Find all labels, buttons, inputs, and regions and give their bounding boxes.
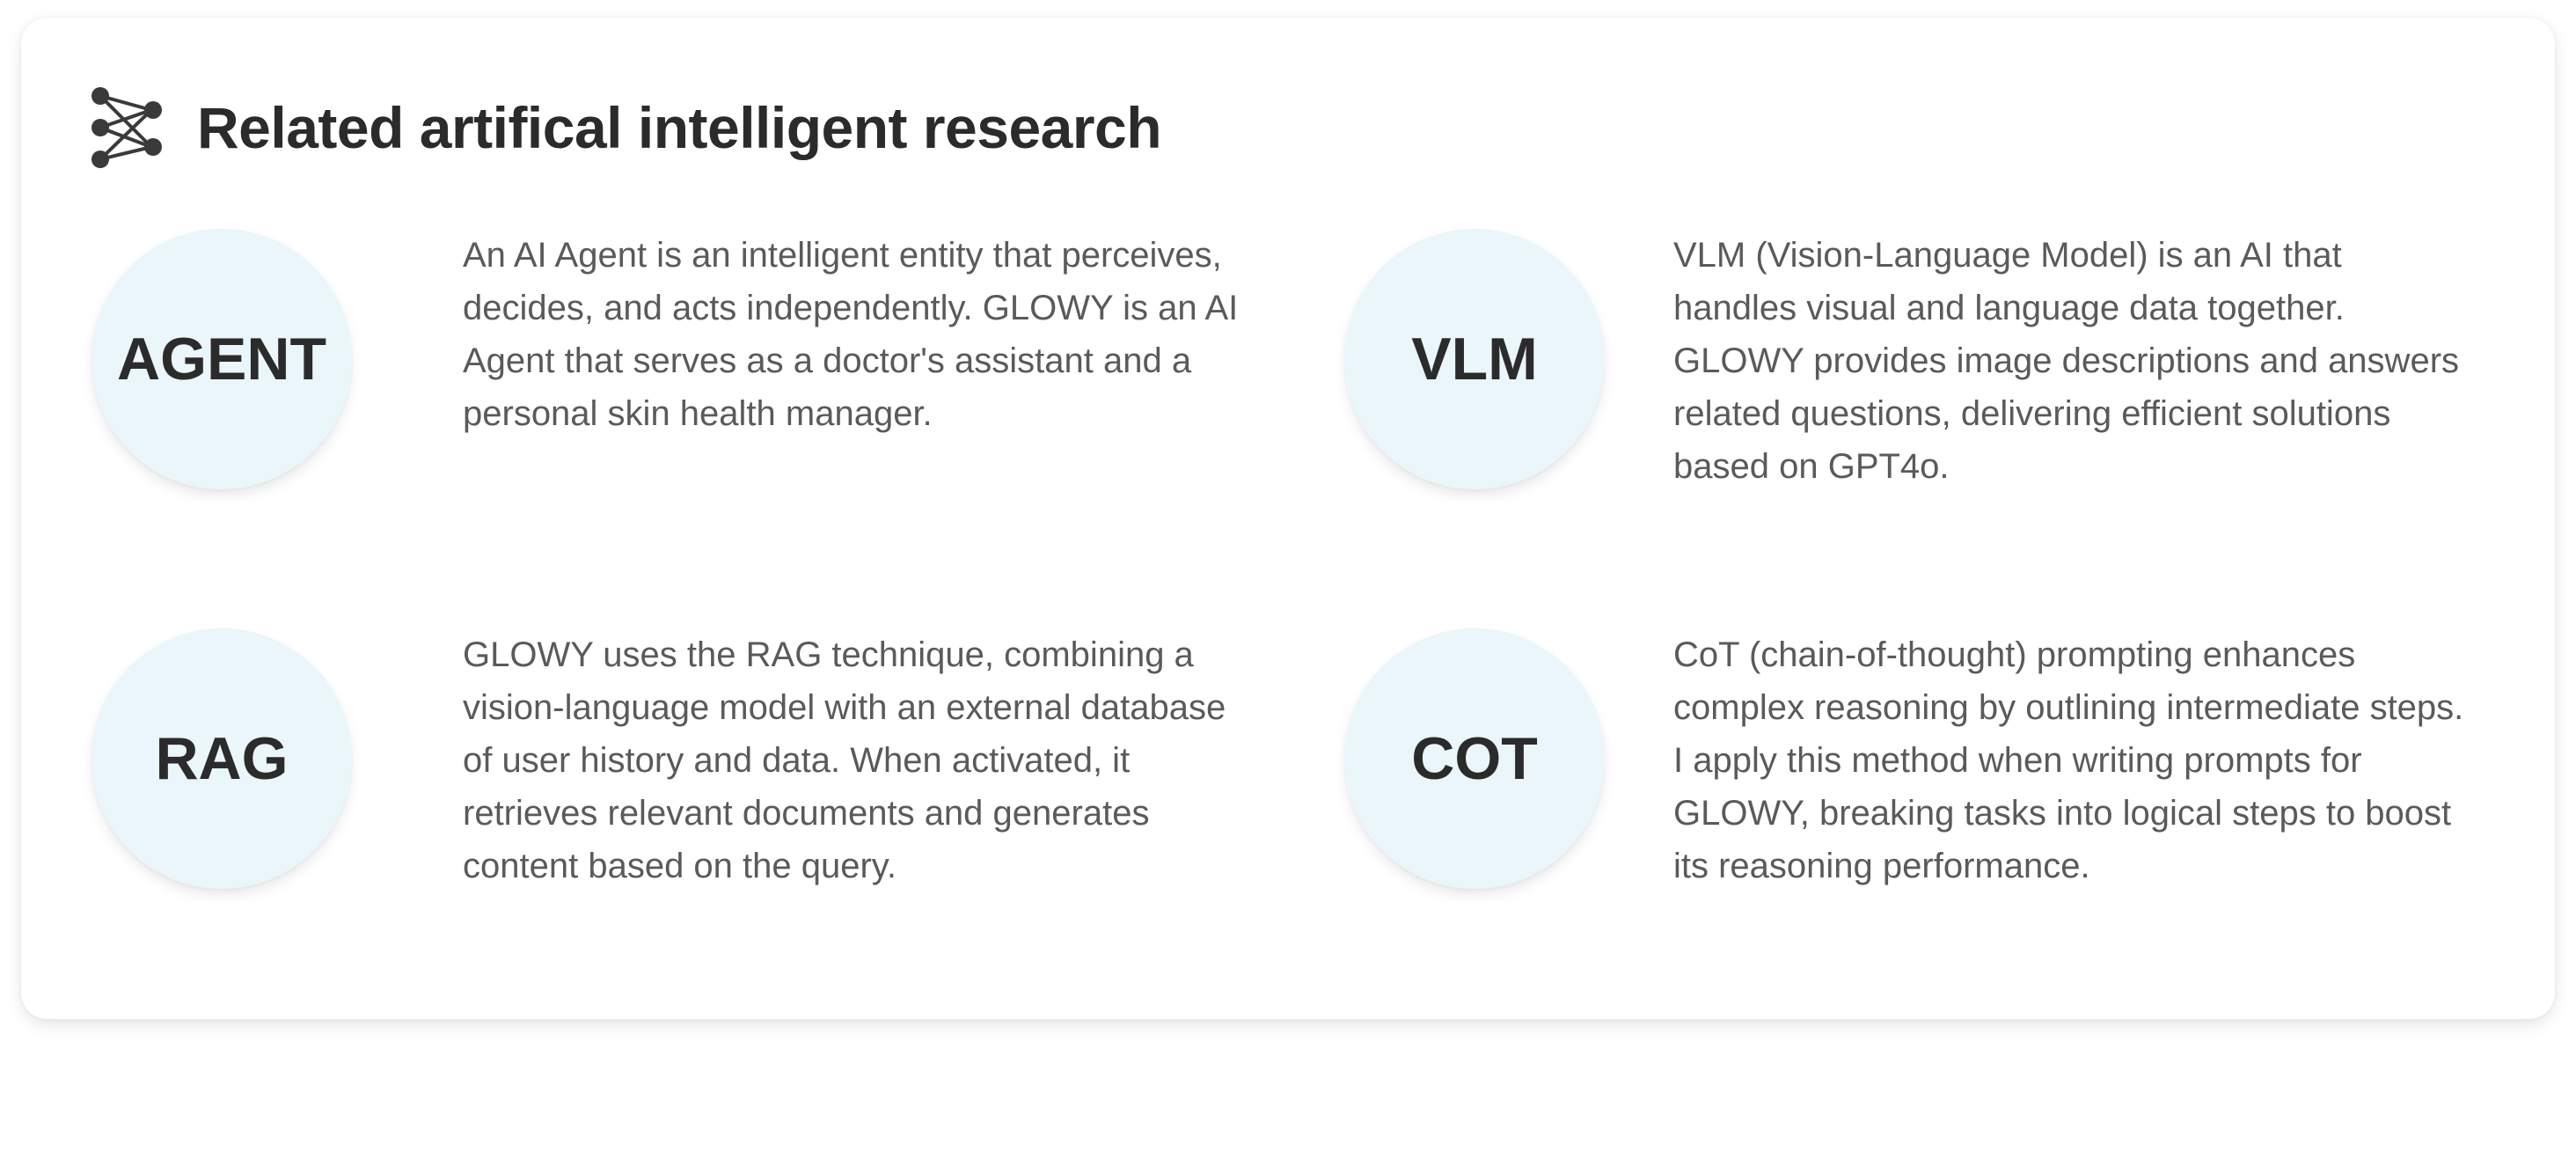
section-title: Related artifical intelligent research xyxy=(197,95,1162,160)
topic-badge-vlm: VLM xyxy=(1344,229,1605,489)
topic-badge-cot: COT xyxy=(1344,628,1605,889)
topic-description-rag: GLOWY uses the RAG technique, combining … xyxy=(463,635,1226,885)
topic-description-cot: CoT (chain-of-thought) prompting enhance… xyxy=(1673,635,2464,885)
topic-description-vlm: VLM (Vision-Language Model) is an AI tha… xyxy=(1673,236,2460,486)
card-header: Related artifical intelligent research xyxy=(90,79,1162,176)
neural-network-icon xyxy=(91,87,162,168)
topic-badge-agent: AGENT xyxy=(91,229,352,489)
research-card: Related artifical intelligent research A… xyxy=(21,18,2555,1019)
topic-badge-rag: RAG xyxy=(91,628,352,889)
topic-description-agent: An AI Agent is an intelligent entity tha… xyxy=(463,236,1239,433)
